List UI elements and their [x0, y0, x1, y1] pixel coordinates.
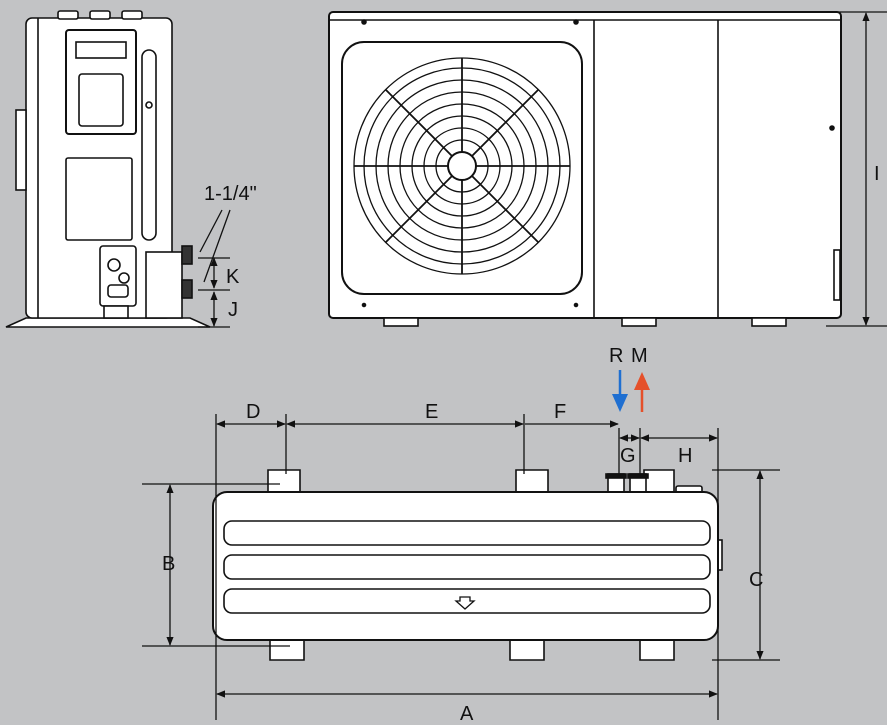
arrow-up-icon: [634, 372, 650, 412]
supply-label: M: [631, 345, 648, 367]
return-label: R: [609, 345, 623, 367]
dim-label-k: K: [226, 266, 240, 288]
side-view: [5, 10, 211, 328]
dim-label-f: F: [554, 401, 566, 423]
pipe-size-label: 1-1/4": [204, 183, 257, 205]
arrow-down-icon: [612, 370, 628, 412]
height-dimension: [826, 11, 887, 327]
dim-label-h: H: [678, 445, 692, 467]
dim-label-i: I: [874, 163, 880, 185]
dim-label-b: B: [162, 553, 175, 575]
side-dimensions: [198, 209, 231, 328]
top-dimensions: [142, 414, 780, 720]
fan-guard-icon: [353, 57, 571, 275]
dim-label-e: E: [425, 401, 438, 423]
dim-label-g: G: [620, 445, 636, 467]
dim-label-c: C: [749, 569, 763, 591]
front-view: [328, 11, 842, 327]
dim-label-d: D: [246, 401, 260, 423]
drain-arrow-icon: [454, 596, 476, 610]
dim-label-a: A: [460, 703, 474, 725]
top-view: [212, 469, 723, 661]
dim-label-j: J: [228, 299, 238, 321]
